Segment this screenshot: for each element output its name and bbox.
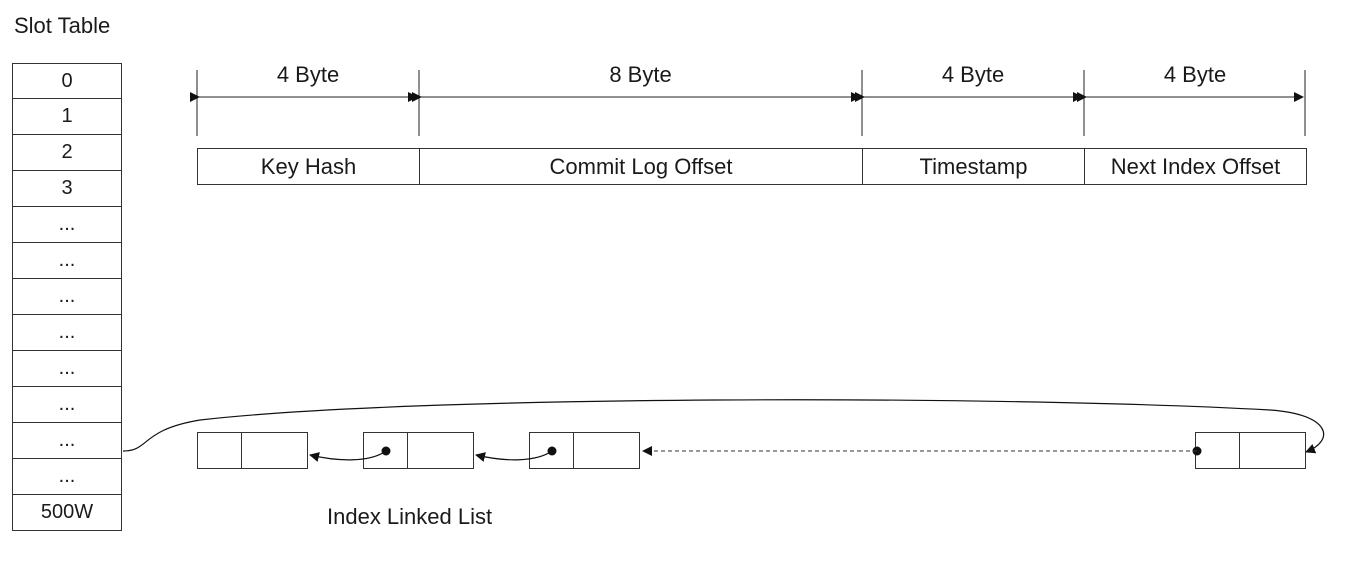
node-pointer: [475, 450, 553, 462]
field-size-label: 4 Byte: [1163, 62, 1227, 87]
index-node: [363, 432, 474, 469]
field-timestamp: Timestamp: [862, 148, 1085, 185]
slot-pointer-curve: [122, 399, 1325, 454]
slot-cell: ...: [12, 243, 122, 279]
index-entry-layout: Key Hash Commit Log Offset Timestamp Nex…: [197, 148, 1307, 185]
slot-cell: ...: [12, 459, 122, 495]
index-node: [197, 432, 308, 469]
slot-cell: 500W: [12, 495, 122, 531]
slot-cell: 1: [12, 99, 122, 135]
field-commit-log-offset: Commit Log Offset: [419, 148, 863, 185]
node-pointer: [309, 450, 387, 462]
field-next-index-offset: Next Index Offset: [1084, 148, 1307, 185]
field-size-label: 4 Byte: [276, 62, 340, 87]
field-size-label: 8 Byte: [609, 62, 672, 87]
field-size-label: 4 Byte: [941, 62, 1005, 87]
linked-list-title: Index Linked List: [327, 504, 493, 529]
slot-cell: ...: [12, 279, 122, 315]
slot-cell: ...: [12, 423, 122, 459]
slot-cell: ...: [12, 387, 122, 423]
dimension-ticks: [196, 70, 1306, 136]
slot-table: 0 1 2 3 ... ... ... ... ... ... ... ... …: [12, 63, 122, 531]
slot-cell: ...: [12, 315, 122, 351]
slot-cell: ...: [12, 207, 122, 243]
slot-cell: 3: [12, 171, 122, 207]
slot-table-title: Slot Table: [14, 13, 111, 38]
field-key-hash: Key Hash: [197, 148, 420, 185]
slot-cell: ...: [12, 351, 122, 387]
slot-cell: 2: [12, 135, 122, 171]
slot-cell: 0: [12, 63, 122, 99]
index-node: [529, 432, 640, 469]
